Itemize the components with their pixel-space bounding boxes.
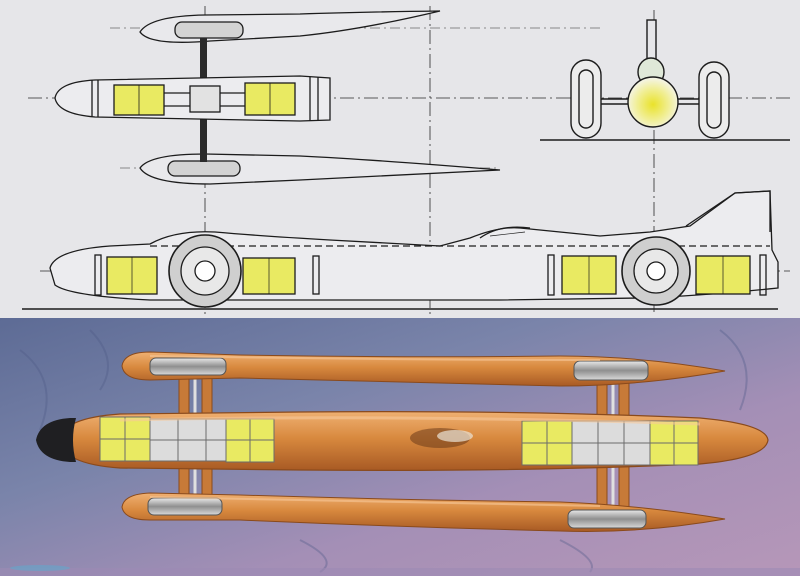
model-front-battery-pack xyxy=(99,416,275,463)
motor-housing xyxy=(189,85,221,113)
left-front-tyre xyxy=(570,59,602,139)
model-wheel xyxy=(567,509,647,529)
model-wheel xyxy=(149,357,227,376)
side-rear-wheel xyxy=(621,236,691,306)
top-view-drawing xyxy=(54,10,501,185)
model-photo xyxy=(36,351,769,532)
upper-outrigger-wheel xyxy=(174,21,244,39)
model-wheel xyxy=(147,497,223,516)
side-view-drawing xyxy=(22,190,779,310)
cockpit-canopy xyxy=(479,226,531,239)
right-front-tyre xyxy=(698,61,730,139)
model-rear-battery-pack xyxy=(521,420,699,466)
side-front-wheel xyxy=(168,234,242,308)
model-nose-cone xyxy=(36,418,76,462)
front-hub xyxy=(627,76,679,128)
lower-outrigger-wheel xyxy=(167,160,241,177)
model-wheel xyxy=(573,360,649,381)
side-tail-fin xyxy=(685,190,771,232)
front-view-drawing xyxy=(540,19,790,141)
